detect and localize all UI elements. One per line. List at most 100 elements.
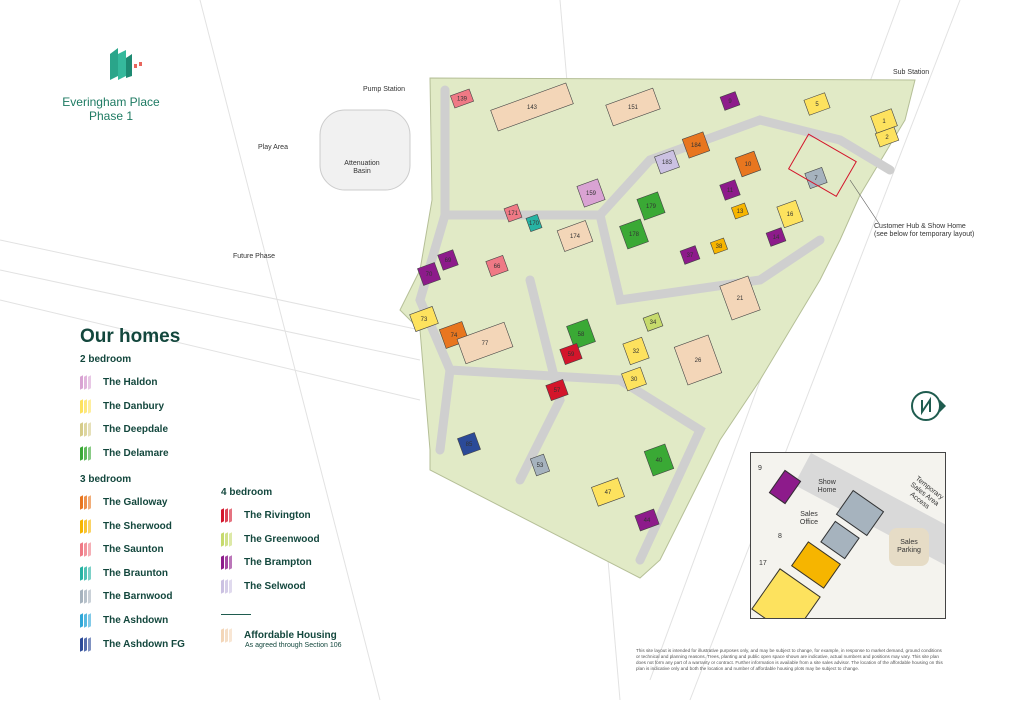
house-type-swatch-icon [80,398,96,414]
plot-21[interactable]: 21 [719,275,761,321]
plot-58[interactable]: 58 [566,318,596,350]
plot-house [654,149,680,175]
label-play-area: Play Area [258,144,288,151]
legend-heading: 3 bedroom [80,474,132,485]
plot-house [804,167,828,189]
plot-69[interactable]: 69 [437,249,459,271]
plot-number: 143 [527,105,538,111]
plot-house [457,432,481,456]
legend-label: The Delamare [103,447,169,459]
plot-70[interactable]: 70 [417,262,441,286]
plot-14[interactable]: 14 [765,227,787,247]
plot-house [605,87,661,127]
plot-number: 69 [445,258,452,264]
plot-37[interactable]: 37 [679,245,701,265]
plot-77[interactable]: 77 [456,321,514,365]
plot-170[interactable]: 170 [525,213,543,233]
house-type-swatch-icon [80,375,96,390]
plot-174[interactable]: 174 [556,220,594,252]
plot-number: 47 [605,490,612,496]
legend-divider [221,614,251,615]
plot-66[interactable]: 66 [485,255,509,277]
plot-151[interactable]: 151 [605,87,661,127]
plot-9[interactable]: 9 [719,91,741,111]
plot-143[interactable]: 143 [490,82,574,132]
legend-item: The Ashdown FG [80,636,185,652]
plot-184[interactable]: 184 [681,131,711,159]
plot-number: 59 [568,352,575,358]
plot-7[interactable]: 7 [804,167,828,189]
plot-number: 7 [814,176,818,182]
house-type-swatch-icon [80,518,96,534]
legend-item: The Rivington [221,508,311,523]
plot-34[interactable]: 34 [642,312,664,332]
plot-number: 40 [656,458,663,464]
plot-44[interactable]: 44 [634,508,660,532]
legend-item: The Selwood [221,579,306,594]
plot-30[interactable]: 30 [621,366,647,392]
plot-house [719,91,741,111]
legend-label: The Galloway [103,497,168,508]
plot-number: 38 [716,244,723,250]
legend-label: The Ashdown [103,615,169,626]
plot-house [490,82,574,132]
plot-house [485,255,509,277]
plot-house [437,249,459,271]
plot-178[interactable]: 178 [619,218,649,250]
plot-38[interactable]: 38 [709,237,729,255]
plot-house [673,334,723,386]
legend-item: The Greenwood [221,531,320,547]
plot-number: 179 [646,204,657,210]
plot-house [622,336,650,366]
plot-13[interactable]: 13 [730,202,750,220]
label-attenuation-basin: Attenuation Basin [344,160,380,175]
plot-number: 9 [728,99,732,105]
plot-house [874,126,900,148]
label-future-phase: Future Phase [233,253,276,260]
legend-label: The Sherwood [103,520,172,532]
plot-179[interactable]: 179 [636,191,666,221]
plot-47[interactable]: 47 [591,477,625,507]
plot-40[interactable]: 40 [643,443,675,477]
plot-house [681,131,711,159]
plot-number: 1 [882,119,886,125]
plot-number: 77 [482,341,489,347]
attenuation-basin [319,109,411,191]
plot-59[interactable]: 59 [559,343,583,365]
plot-house [456,321,514,365]
legend-item: The Haldon [80,375,157,390]
plot-11[interactable]: 11 [719,179,741,201]
legend-item: The Deepdale [80,422,168,437]
legend-label: The Brampton [244,557,312,569]
sales-area-inset: 9 8 17 Show Home Sales Office Sales Park… [750,452,946,619]
plot-57[interactable]: 57 [545,379,569,401]
legend-label: The Rivington [244,510,311,521]
house-type-swatch-icon [80,566,96,581]
plot-16[interactable]: 16 [776,199,804,229]
plot-53[interactable]: 53 [529,453,551,477]
plot-139[interactable]: 139 [449,88,475,109]
plot-house [719,179,741,201]
plot-number: 170 [529,221,540,227]
plot-73[interactable]: 73 [409,306,439,332]
plot-house [619,218,649,250]
plot-183[interactable]: 183 [654,149,680,175]
plot-number: 183 [662,160,673,166]
plot-5[interactable]: 5 [803,92,831,116]
plot-32[interactable]: 32 [622,336,650,366]
plot-159[interactable]: 159 [576,178,606,208]
plot-10[interactable]: 10 [734,150,762,178]
plot-number: 10 [745,162,752,168]
plot-number: 2 [885,135,889,141]
plot-171[interactable]: 171 [503,203,523,223]
plot-85[interactable]: 85 [457,432,481,456]
plot-2[interactable]: 2 [874,126,900,148]
house-type-swatch-icon [80,495,96,510]
legend-item: The Ashdown [80,613,169,628]
legend-item: The Delamare [80,446,169,461]
label-customer-hub: Customer Hub & Show Home(see below for t… [874,223,974,239]
legend-label: The Selwood [244,580,306,592]
plot-number: 30 [631,377,638,383]
plot-26[interactable]: 26 [673,334,723,386]
